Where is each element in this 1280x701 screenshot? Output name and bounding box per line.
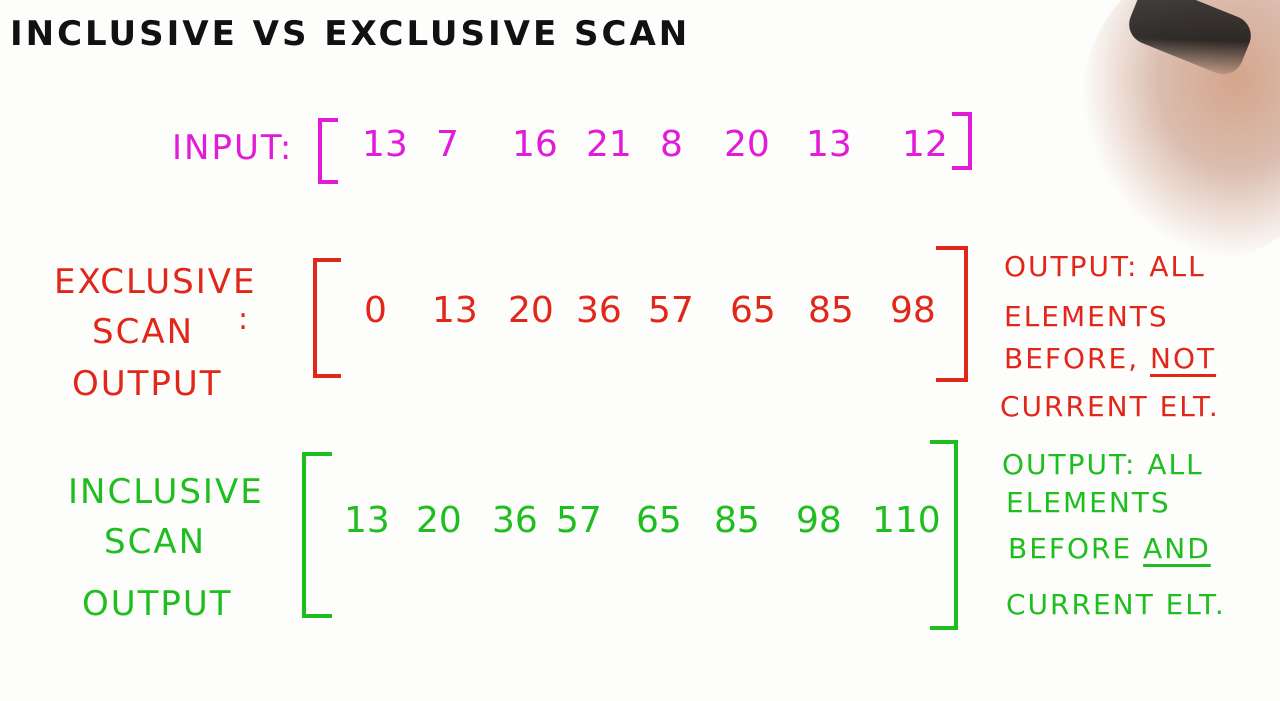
exclusive-value-5: 65 [730,290,776,331]
exclusive-value-6: 85 [808,290,854,331]
inclusive-label-line1: INCLUSIVE [68,472,264,512]
exclusive-value-3: 36 [576,290,622,331]
exclusive-label-line3: OUTPUT [72,364,223,404]
input-value-1: 7 [436,124,459,165]
exclusive-note-line2: ELEMENTS [1004,300,1169,333]
exclusive-right-bracket [936,246,968,382]
inclusive-value-0: 13 [344,500,390,541]
exclusive-value-2: 20 [508,290,554,331]
exclusive-value-0: 0 [364,290,387,331]
inclusive-value-5: 85 [714,500,760,541]
inclusive-note-line4: CURRENT ELT. [1006,588,1226,621]
exclusive-value-1: 13 [432,290,478,331]
exclusive-label-line1: EXCLUSIVE [54,262,257,302]
exclusive-label-line2: SCAN [92,312,195,352]
inclusive-note-line3: BEFORE AND [1008,532,1211,565]
exclusive-colon: : [238,302,251,337]
inclusive-value-1: 20 [416,500,462,541]
exclusive-value-7: 98 [890,290,936,331]
exclusive-value-4: 57 [648,290,694,331]
inclusive-left-bracket [302,452,332,618]
inclusive-value-2: 36 [492,500,538,541]
inclusive-note-and: AND [1143,532,1211,565]
exclusive-note-line1: OUTPUT: ALL [1004,250,1206,283]
input-value-5: 20 [724,124,770,165]
inclusive-label-line2: SCAN [104,522,207,562]
input-value-2: 16 [512,124,558,165]
exclusive-note-not: NOT [1150,342,1217,375]
exclusive-note-line3: BEFORE, NOT [1004,342,1216,375]
input-value-6: 13 [806,124,852,165]
inclusive-right-bracket [930,440,958,630]
input-value-4: 8 [660,124,683,165]
input-value-7: 12 [902,124,948,165]
input-value-3: 21 [586,124,632,165]
input-label: INPUT: [172,128,294,168]
inclusive-note-before: BEFORE [1008,532,1133,565]
inclusive-note-line2: ELEMENTS [1006,486,1171,519]
inclusive-value-7: 110 [872,500,941,541]
inclusive-value-6: 98 [796,500,842,541]
exclusive-left-bracket [313,258,341,378]
inclusive-value-4: 65 [636,500,682,541]
input-value-0: 13 [362,124,408,165]
input-left-bracket [318,118,338,184]
exclusive-note-line4: CURRENT ELT. [1000,390,1220,423]
inclusive-value-3: 57 [556,500,602,541]
inclusive-label-line3: OUTPUT [82,584,233,624]
page-title: INCLUSIVE VS EXCLUSIVE SCAN [10,14,691,54]
inclusive-note-line1: OUTPUT: ALL [1002,448,1204,481]
input-right-bracket [952,112,972,170]
exclusive-note-before: BEFORE, [1004,342,1140,375]
